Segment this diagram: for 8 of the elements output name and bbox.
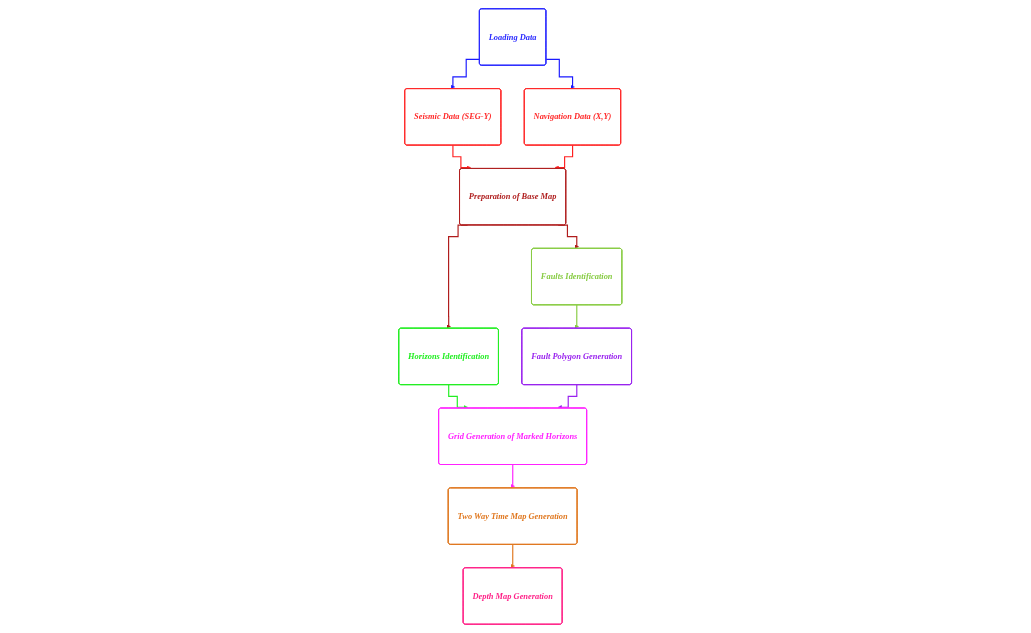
arrow [452,144,472,170]
arrow [575,304,580,329]
arrow [555,144,574,170]
arrow [545,58,576,90]
arrow [511,464,516,489]
arrow [451,58,481,90]
arrow [558,384,578,410]
arrow [511,544,516,569]
